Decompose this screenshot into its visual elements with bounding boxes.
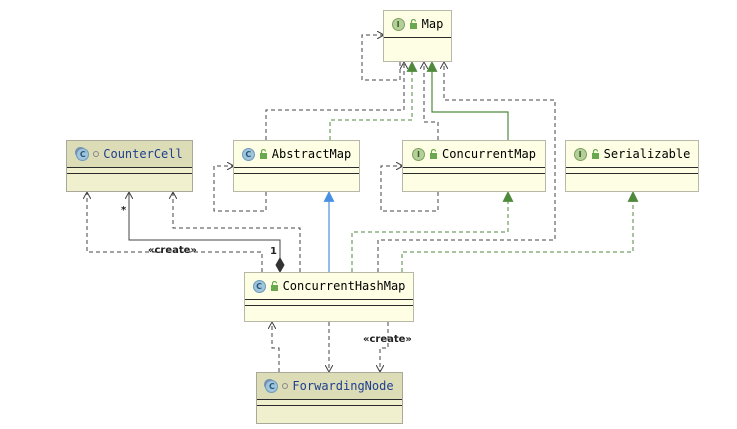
edge-forwardingnode-uses-concurrenthashmap[interactable] — [272, 322, 280, 372]
class-concurrent-map[interactable]: I ConcurrentMap — [402, 140, 546, 192]
class-name: Serializable — [603, 147, 691, 161]
lock-icon — [270, 281, 278, 291]
nested-class-icon: C — [76, 147, 90, 161]
edge-concurrentmap-extends-map[interactable] — [426, 60, 509, 140]
class-serializable[interactable]: I Serializable — [565, 140, 699, 192]
label-multiplicity-many: * — [121, 205, 127, 216]
class-name: CounterCell — [103, 147, 183, 161]
edge-concurrenthashmap-implements-serializable[interactable] — [401, 190, 639, 272]
lock-icon — [430, 149, 438, 159]
class-forwarding-node[interactable]: C ForwardingNode — [256, 372, 403, 424]
edge-concurrenthashmap-composes-countercell[interactable] — [129, 192, 281, 258]
class-name: ForwardingNode — [292, 379, 394, 393]
interface-icon: I — [412, 147, 426, 161]
class-abstract-map[interactable]: C AbstractMap — [233, 140, 360, 192]
package-private-icon — [282, 383, 289, 389]
label-create-forwardingnode: «create» — [363, 334, 412, 345]
class-concurrent-hash-map[interactable]: C ConcurrentHashMap — [244, 272, 414, 322]
composition-diamond — [275, 256, 285, 274]
class-name: ConcurrentMap — [442, 147, 536, 161]
edge-concurrenthashmap-implements-concurrentmap[interactable] — [351, 190, 514, 272]
edge-abstractmap-implements-map[interactable] — [329, 60, 418, 140]
nested-class-icon: C — [265, 379, 279, 393]
class-name: ConcurrentHashMap — [282, 279, 406, 293]
edge-concurrenthashmap-uses-abstractmap[interactable] — [173, 192, 301, 272]
class-name: Map — [421, 17, 444, 31]
class-name: AbstractMap — [271, 147, 352, 161]
class-counter-cell[interactable]: C CounterCell — [66, 140, 193, 192]
label-multiplicity-one: 1 — [270, 246, 277, 257]
interface-icon: I — [391, 17, 405, 31]
edge-concurrentmap-self-dependency[interactable] — [380, 166, 439, 212]
class-map[interactable]: I Map — [383, 10, 452, 62]
edge-map-self-dependency[interactable] — [361, 35, 401, 81]
interface-icon: I — [573, 147, 587, 161]
lock-icon — [409, 19, 417, 29]
edge-abstractmap-self-dependency[interactable] — [213, 166, 267, 212]
label-create-countercell: «create» — [148, 245, 197, 256]
edge-concurrenthashmap-creates-countercell[interactable] — [87, 192, 263, 272]
abstract-class-icon: C — [241, 147, 255, 161]
lock-icon — [259, 149, 267, 159]
edge-concurrentmap-uses-map[interactable] — [424, 62, 439, 140]
edge-concurrenthashmap-creates-forwardingnode[interactable] — [380, 322, 389, 372]
lock-icon — [591, 149, 599, 159]
class-icon: C — [252, 279, 266, 293]
package-private-icon — [93, 151, 100, 157]
edge-abstractmap-uses-map[interactable] — [265, 62, 404, 140]
